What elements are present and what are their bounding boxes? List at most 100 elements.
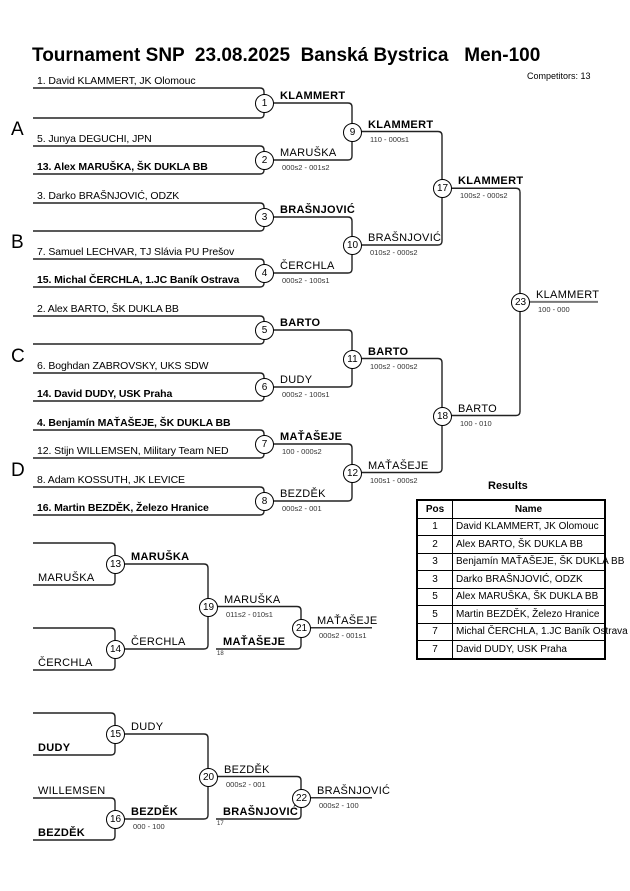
competitor-entry: 5. Junya DEGUCHI, JPN: [37, 133, 152, 145]
page-title: Tournament SNP 23.08.2025 Banská Bystric…: [32, 45, 541, 66]
match-score: 000s2 - 001: [282, 504, 322, 513]
match-score: 100 - 010: [460, 418, 492, 428]
competitors-count: Competitors: 13: [527, 71, 591, 81]
match-number-badge: 18: [433, 406, 452, 426]
bracket-line: [442, 187, 521, 417]
repechage-entry: DUDY: [38, 742, 71, 754]
match-score: 000s2 - 100s1: [282, 390, 330, 399]
bracket-line: [33, 202, 265, 232]
match-winner-label: DUDY: [280, 374, 313, 386]
match-score: 000 - 100: [133, 822, 165, 831]
header-name: Name: [452, 499, 606, 519]
match-number-badge: 8: [255, 492, 274, 511]
result-pos: 5: [416, 587, 453, 606]
match-number-badge: 15: [106, 725, 125, 744]
match-number-badge: 14: [106, 640, 125, 659]
match-number-badge: 23: [511, 292, 530, 312]
match-score: 000s2 - 100: [319, 800, 359, 810]
match-number-badge: 11: [343, 349, 362, 369]
match-score: 100 - 000s2: [282, 447, 322, 456]
match-winner-label: BRAŠNJOVIĆ: [368, 232, 442, 244]
bronze-input-name: MAŤAŠEJE: [223, 636, 286, 648]
match-number-badge: 20: [199, 767, 218, 787]
match-number-badge: 19: [199, 597, 218, 617]
result-name: David KLAMMERT, JK Olomouc: [452, 517, 606, 536]
bracket-line: [352, 357, 443, 474]
competitor-entry: 8. Adam KOSSUTH, JK LEVICE: [37, 474, 185, 486]
result-name: Benjamín MAŤAŠEJE, ŠK DUKLA BB: [452, 552, 624, 571]
match-number-badge: 1: [255, 94, 274, 113]
result-pos: 1: [416, 517, 453, 536]
match-winner-label: KLAMMERT: [536, 288, 600, 301]
match-winner-label: ČERCHLA: [131, 636, 186, 648]
match-winner-label: BRAŠNJOVIĆ: [317, 784, 391, 797]
results-header-row: Pos Name: [416, 499, 606, 519]
pool-label-c: C: [11, 346, 25, 367]
results-title: Results: [488, 480, 528, 492]
match-number-badge: 22: [292, 788, 311, 808]
result-pos: 2: [416, 535, 453, 554]
match-number-badge: 3: [255, 208, 274, 227]
match-number-badge: 7: [255, 435, 274, 454]
match-score: 100s2 - 000s2: [460, 191, 508, 201]
match-score: 000s2 - 001s2: [282, 163, 330, 172]
competitor-entry: 6. Boghdan ZABROVSKY, UKS SDW: [37, 360, 209, 372]
match-winner-label: MAŤAŠEJE: [317, 614, 378, 627]
competitor-entry: 3. Darko BRAŠNJOVIĆ, ODZK: [37, 190, 180, 202]
match-winner-label: BRAŠNJOVIĆ: [280, 204, 356, 216]
repechage-entry: BEZDĚK: [38, 827, 86, 839]
competitor-entry: 12. Stijn WILLEMSEN, Military Team NED: [37, 445, 229, 457]
match-winner-label: BEZDĚK: [131, 806, 179, 818]
bronze-source-match: 18: [217, 651, 224, 657]
match-winner-label: BEZDĚK: [280, 488, 326, 500]
result-name: Martin BEZDĚK, Železo Hranice: [452, 605, 606, 624]
match-winner-label: MARUŠKA: [224, 593, 281, 606]
match-score: 011s2 - 010s1: [226, 609, 273, 619]
competitor-entry: 15. Michal ČERCHLA, 1.JC Baník Ostrava: [37, 274, 240, 286]
match-score: 100s1 - 000s2: [370, 475, 418, 485]
match-number-badge: 4: [255, 264, 274, 283]
match-number-badge: 17: [433, 179, 452, 199]
competitor-entry: 4. Benjamín MAŤAŠEJE, ŠK DUKLA BB: [37, 417, 231, 429]
pool-label-a: A: [11, 119, 24, 140]
result-pos: 5: [416, 605, 453, 624]
match-number-badge: 5: [255, 321, 274, 340]
bracket-line: [352, 130, 443, 246]
result-pos: 7: [416, 622, 453, 641]
match-winner-label: BARTO: [368, 345, 409, 358]
pool-label-d: D: [11, 460, 25, 481]
match-number-badge: 9: [343, 122, 362, 142]
match-score: 010s2 - 000s2: [370, 248, 418, 257]
header-pos: Pos: [416, 499, 453, 519]
match-number-badge: 6: [255, 378, 274, 397]
bronze-input-name: BRAŠNJOVIĆ: [223, 806, 299, 818]
match-winner-label: MAŤAŠEJE: [368, 459, 429, 472]
match-number-badge: 13: [106, 555, 125, 574]
match-winner-label: BARTO: [458, 402, 497, 415]
competitor-entry: 1. David KLAMMERT, JK Olomouc: [37, 75, 196, 87]
result-name: Michal ČERCHLA, 1.JC Baník Ostrava: [452, 622, 628, 641]
match-number-badge: 12: [343, 463, 362, 483]
match-winner-label: KLAMMERT: [458, 175, 524, 188]
match-score: 000s2 - 100s1: [282, 276, 330, 285]
match-score: 100s2 - 000s2: [370, 361, 418, 371]
result-pos: 7: [416, 640, 453, 659]
match-winner-label: KLAMMERT: [368, 118, 434, 131]
match-winner-label: MAŤAŠEJE: [280, 431, 343, 443]
match-winner-label: ČERCHLA: [280, 260, 335, 272]
match-number-badge: 16: [106, 810, 125, 829]
repechage-entry: WILLEMSEN: [38, 785, 106, 797]
match-winner-label: MARUŠKA: [280, 147, 337, 159]
result-pos: 3: [416, 552, 453, 571]
repechage-entry: ČERCHLA: [38, 657, 93, 669]
match-score: 110 - 000s1: [370, 134, 410, 144]
match-winner-label: KLAMMERT: [280, 90, 346, 102]
